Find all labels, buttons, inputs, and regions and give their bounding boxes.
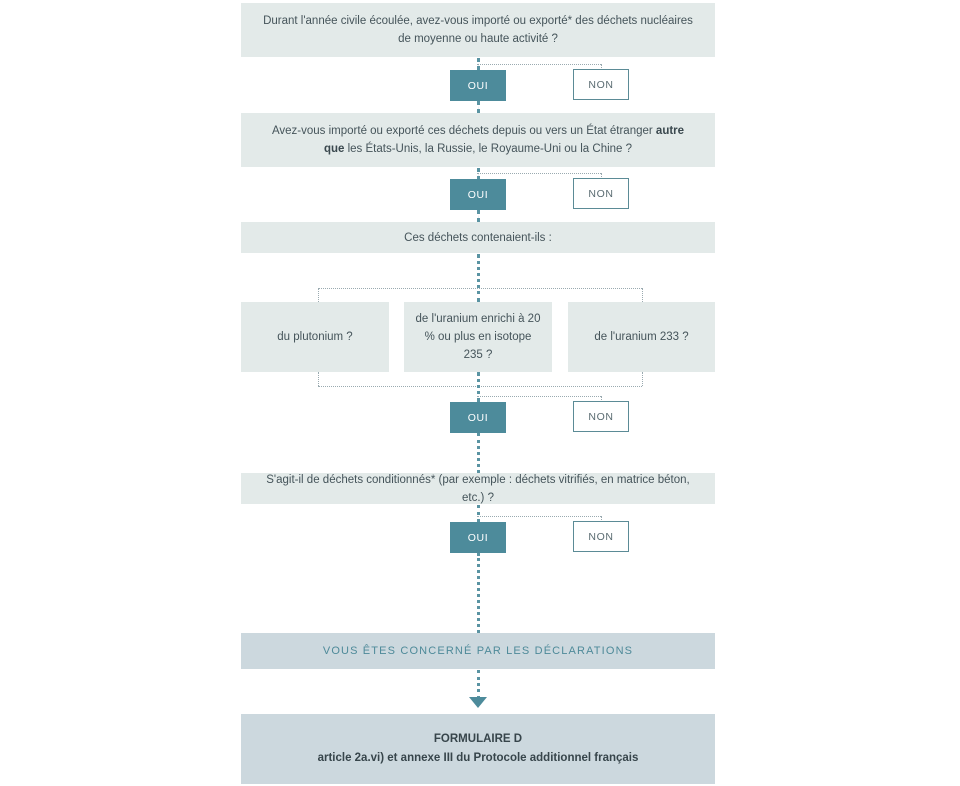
branch-line-q3 [477,396,601,397]
no-button-1-label: NON [588,78,614,91]
merge-line-options-bottom [318,386,642,387]
branch-drop-option-left [318,288,319,302]
branch-line-q4 [477,516,601,517]
connector-oui3-to-q4 [477,433,480,473]
merge-riser-option-right [642,372,643,386]
option-plutonium-label: du plutonium ? [277,331,353,343]
no-button-2[interactable]: NON [573,178,629,209]
yes-button-3[interactable]: OUI [450,402,506,433]
result-declaration-text: VOUS ÊTES CONCERNÉ PAR LES DÉCLARATIONS [322,645,634,657]
question-2-text: Avez-vous importé ou exporté ces déchets… [263,122,693,158]
yes-button-4[interactable]: OUI [450,522,506,553]
formulaire-subtitle: article 2a.vi) et annexe III du Protocol… [317,752,639,764]
yes-button-1[interactable]: OUI [450,70,506,101]
option-uranium-enrichi-label: de l'uranium enrichi à 20 % ou plus en i… [415,313,541,361]
result-box-declaration: VOUS ÊTES CONCERNÉ PAR LES DÉCLARATIONS [241,633,715,669]
connector-oui1-to-q2 [477,101,480,113]
yes-button-1-label: OUI [467,79,489,92]
branch-line-q2 [477,173,601,174]
merge-riser-option-left [318,372,319,386]
no-button-2-label: NON [588,187,614,200]
yes-button-2[interactable]: OUI [450,179,506,210]
branch-drop-non4 [601,516,602,522]
question-box-2: Avez-vous importé ou exporté ces déchets… [241,113,715,167]
question-2-segment-1: Avez-vous importé ou exporté ces déchets… [271,125,656,137]
branch-line-q1 [477,64,601,65]
connector-q3-down [477,254,480,302]
yes-button-2-label: OUI [467,188,489,201]
question-box-3: Ces déchets contenaient-ils : [241,222,715,253]
no-button-3-label: NON [588,410,614,423]
arrow-down-icon [469,697,487,708]
branch-line-options-top [318,288,642,289]
option-box-uranium-233: de l'uranium 233 ? [568,302,715,372]
branch-drop-non3 [601,396,602,402]
yes-button-3-label: OUI [467,411,489,424]
formulaire-text-block: FORMULAIRE D article 2a.vi) et annexe II… [318,730,639,768]
question-3-segment-1: Ces déchets contenaient-ils : [404,231,552,244]
question-box-1: Durant l'année civile écoulée, avez-vous… [241,3,715,57]
question-1-text: Durant l'année civile écoulée, avez-vous… [263,12,693,48]
question-4-segment-1: S'agit-il de déchets conditionnés* (par … [266,473,690,504]
connector-oui4-to-result [477,553,480,633]
yes-button-4-label: OUI [467,531,489,544]
connector-oui2-to-q3 [477,210,480,222]
formulaire-title: FORMULAIRE D [433,733,523,745]
question-4-text: S'agit-il de déchets conditionnés* (par … [263,471,693,507]
branch-drop-option-right [642,288,643,302]
no-button-4[interactable]: NON [573,521,629,552]
option-box-plutonium: du plutonium ? [241,302,389,372]
no-button-3[interactable]: NON [573,401,629,432]
question-2-segment-2-bold: autre que [323,125,685,155]
branch-drop-non2 [601,173,602,179]
question-3-text: Ces déchets contenaient-ils : [263,229,693,247]
option-uranium-233-label: de l'uranium 233 ? [594,331,689,343]
result-box-formulaire: FORMULAIRE D article 2a.vi) et annexe II… [241,714,715,784]
connector-q4-to-oui4 [477,505,480,522]
question-1-segment-1: Durant l'année civile écoulée, avez-vous… [263,15,693,45]
no-button-4-label: NON [588,530,614,543]
branch-drop-non1 [601,64,602,70]
connector-options-to-oui3 [477,372,480,402]
option-box-uranium-enrichi: de l'uranium enrichi à 20 % ou plus en i… [404,302,552,372]
connector-result-to-form [477,670,480,699]
connector-q2-to-oui2 [477,168,480,180]
question-box-4: S'agit-il de déchets conditionnés* (par … [241,473,715,504]
no-button-1[interactable]: NON [573,69,629,100]
question-2-segment-3: les États-Unis, la Russie, le Royaume-Un… [344,143,633,155]
